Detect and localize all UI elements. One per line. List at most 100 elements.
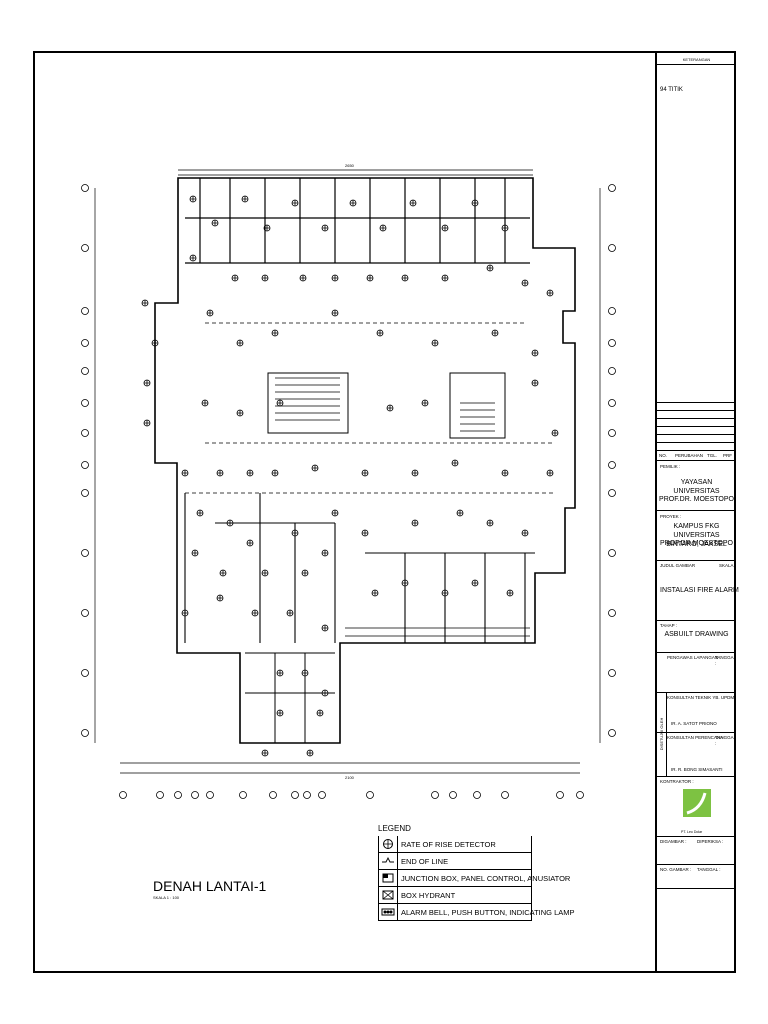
detector-symbol bbox=[276, 709, 284, 717]
pemilik-section: PEMILIK : YAYASAN UNIVERSITAS PROF.DR. M… bbox=[657, 461, 736, 511]
legend-label: RATE OF RISE DETECTOR bbox=[401, 839, 496, 849]
detector-symbol bbox=[546, 469, 554, 477]
grid-axis-bubble bbox=[81, 244, 89, 252]
grid-axis-bubble bbox=[81, 729, 89, 737]
box-hydrant-icon bbox=[379, 887, 398, 903]
detector-symbol bbox=[216, 594, 224, 602]
grid-axis-bubble bbox=[608, 669, 616, 677]
grid-axis-bubble bbox=[81, 461, 89, 469]
grid-axis-bubble bbox=[81, 429, 89, 437]
detector-symbol bbox=[321, 689, 329, 697]
grid-axis-bubble bbox=[81, 339, 89, 347]
grid-axis-bubble bbox=[81, 609, 89, 617]
detector-symbol bbox=[491, 329, 499, 337]
legend-label: END OF LINE bbox=[401, 856, 449, 866]
grid-axis-bubble bbox=[608, 729, 616, 737]
grid-axis-bubble bbox=[431, 791, 439, 799]
detector-symbol bbox=[321, 549, 329, 557]
grid-axis-bubble bbox=[81, 549, 89, 557]
detector-symbol bbox=[263, 224, 271, 232]
grid-axis-bubble bbox=[501, 791, 509, 799]
grid-axis-bubble bbox=[366, 791, 374, 799]
digambar-label: DIGAMBAR : bbox=[660, 839, 687, 844]
detector-symbol bbox=[409, 199, 417, 207]
skala-label: SKALA bbox=[719, 563, 734, 568]
grid-axis-bubble bbox=[303, 791, 311, 799]
detector-symbol bbox=[386, 404, 394, 412]
detector-symbol bbox=[431, 339, 439, 347]
detector-symbol bbox=[196, 509, 204, 517]
konsultan-mk-section: KONSULTAN TEKNIK YB. UPDM IR. A. SATOT P… bbox=[657, 693, 736, 733]
detector-symbol bbox=[251, 609, 259, 617]
side-label-box: DISETUJUI OLEH bbox=[658, 693, 667, 777]
digambar-section: DIGAMBAR : DIPERIKSA : bbox=[657, 837, 736, 865]
detector-symbol bbox=[311, 464, 319, 472]
legend-item: BOX HYDRANT bbox=[378, 887, 532, 904]
perencana-date-label: TANGGAL : bbox=[715, 735, 737, 746]
grid-axis-bubble bbox=[81, 307, 89, 315]
detector-symbol bbox=[271, 329, 279, 337]
grid-axis-bubble bbox=[191, 791, 199, 799]
grid-axis-bubble bbox=[318, 791, 326, 799]
detector-symbol bbox=[521, 279, 529, 287]
grid-axis-bubble bbox=[608, 244, 616, 252]
titik-count: 94 TITIK bbox=[660, 87, 683, 93]
detector-symbol bbox=[361, 529, 369, 537]
grid-axis-bubble bbox=[269, 791, 277, 799]
detector-symbol bbox=[401, 274, 409, 282]
proyek-line-2: UNIVERSITAS PROF.DR.MOESTOPO bbox=[660, 532, 733, 547]
bottom-total-dimension: 2100 bbox=[345, 775, 354, 780]
konsultan-perencana-name: IR. R. BONG SIMASANTI bbox=[671, 767, 723, 772]
judul-section: JUDUL GAMBAR SKALA INSTALASI FIRE ALARM bbox=[657, 561, 739, 621]
rev-no-header: NO. bbox=[659, 453, 668, 458]
rev-row bbox=[657, 419, 736, 427]
legend-label: ALARM BELL, PUSH BUTTON, INDICATING LAMP bbox=[401, 907, 575, 917]
detector-symbol bbox=[411, 469, 419, 477]
detector-symbol bbox=[546, 289, 554, 297]
detector-symbol bbox=[143, 379, 151, 387]
total-width-dimension: 2650 bbox=[345, 163, 354, 168]
detector-symbol bbox=[291, 529, 299, 537]
grid-axis-bubble bbox=[174, 791, 182, 799]
grid-axis-bubble bbox=[206, 791, 214, 799]
pengawas-label: PENGAWAS LAPANGAN : bbox=[667, 655, 721, 660]
detector-symbol bbox=[261, 569, 269, 577]
rate-of-rise-detector-icon bbox=[379, 836, 398, 852]
grid-axis-bubble bbox=[449, 791, 457, 799]
detector-symbol bbox=[521, 529, 529, 537]
detector-symbol bbox=[189, 195, 197, 203]
grid-axis-bubble bbox=[119, 791, 127, 799]
grid-axis-bubble bbox=[608, 307, 616, 315]
detector-symbol bbox=[299, 274, 307, 282]
detector-symbol bbox=[231, 274, 239, 282]
grid-axis-bubble bbox=[576, 791, 584, 799]
legend-header: LEGEND bbox=[378, 824, 411, 833]
grid-axis-bubble bbox=[556, 791, 564, 799]
detector-symbol bbox=[411, 519, 419, 527]
detector-symbol bbox=[321, 624, 329, 632]
detector-symbol bbox=[531, 349, 539, 357]
detector-symbol bbox=[276, 399, 284, 407]
detector-symbol bbox=[441, 274, 449, 282]
detector-symbol bbox=[456, 509, 464, 517]
detector-symbol bbox=[151, 339, 159, 347]
tanggal-label: TANGGAL : bbox=[697, 867, 721, 872]
floor-plan bbox=[81, 169, 616, 799]
detector-symbol bbox=[349, 199, 357, 207]
rev-date-header: TGL. bbox=[707, 453, 718, 458]
detector-symbol bbox=[486, 519, 494, 527]
side-label: DISETUJUI OLEH bbox=[659, 717, 664, 751]
detector-symbol bbox=[219, 569, 227, 577]
no-gambar-label: NO. GAMBAR : bbox=[660, 867, 692, 872]
legend: LEGEND RATE OF RISE DETECTOR END OF LINE… bbox=[378, 824, 575, 921]
detector-symbol bbox=[181, 469, 189, 477]
rev-row bbox=[657, 427, 736, 435]
detector-symbol bbox=[246, 469, 254, 477]
detector-symbol bbox=[261, 274, 269, 282]
detector-symbol bbox=[306, 749, 314, 757]
detector-symbol bbox=[216, 469, 224, 477]
kontraktor-logo bbox=[683, 789, 711, 817]
detector-symbol bbox=[331, 309, 339, 317]
detector-symbol bbox=[276, 669, 284, 677]
grid-axis-bubble bbox=[608, 489, 616, 497]
